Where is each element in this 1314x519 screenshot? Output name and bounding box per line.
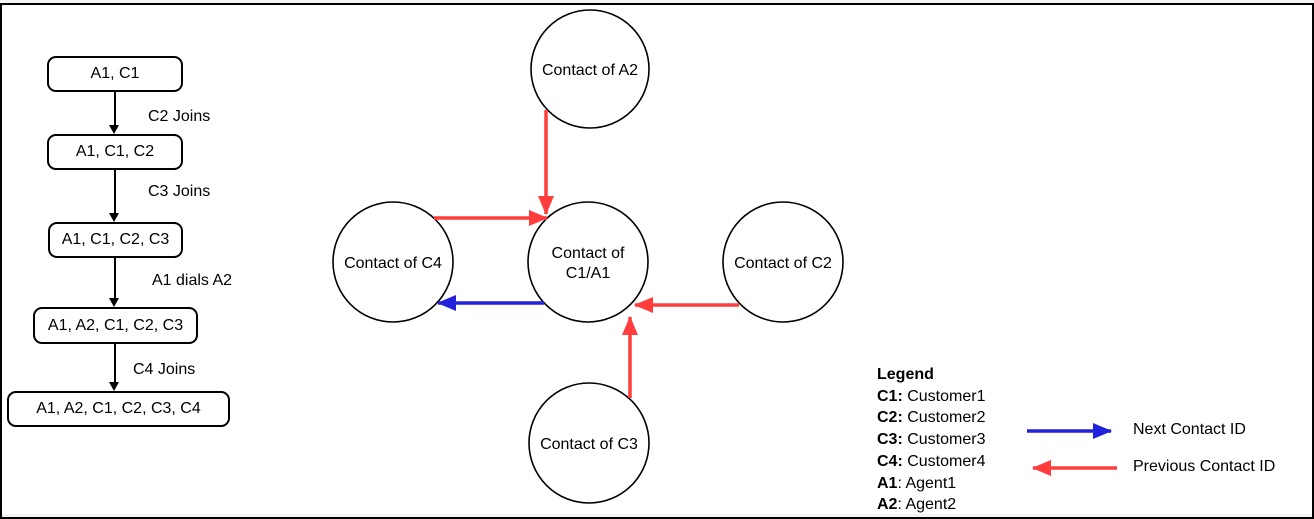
- window-edge-bottom: [0, 514, 1314, 517]
- legend-entry: C3: Customer3: [877, 431, 986, 449]
- node-label-c1a1-line1: Contact of: [552, 245, 625, 262]
- legend-entry: C4: Customer4: [877, 452, 986, 470]
- node-label-c4: Contact of C4: [344, 255, 442, 272]
- legend-previous-arrow-label: Previous Contact ID: [1133, 458, 1276, 475]
- flowchart-box-5: A1, A2, C1, C2, C3, C4: [7, 391, 230, 427]
- edge-label-c3-joins: C3 Joins: [148, 183, 211, 200]
- legend-entry: A2: Agent2: [877, 496, 957, 514]
- node-label-a2: Contact of A2: [542, 62, 638, 79]
- node-contact-c4: [332, 201, 454, 323]
- legend-entry: C1: Customer1: [877, 387, 986, 405]
- node-label-c2: Contact of C2: [734, 255, 832, 272]
- legend-title: Legend: [877, 366, 934, 383]
- legend: Legend C1: Customer1 C2: Customer2 C3: C…: [877, 364, 985, 516]
- edge-label-a1-dials-a2: A1 dials A2: [152, 272, 233, 289]
- node-contact-c2: [722, 201, 844, 323]
- node-label-c3: Contact of C3: [540, 436, 638, 453]
- arrow-down-icon: [109, 382, 119, 391]
- edge-label-c2-joins: C2 Joins: [148, 108, 211, 125]
- flowchart-connector: [114, 170, 116, 213]
- flowchart-connector: [114, 92, 116, 125]
- node-contact-c3: [528, 382, 650, 504]
- flowchart-connector: [114, 258, 116, 298]
- node-label-c1a1-line2: C1/A1: [566, 265, 611, 282]
- edge-label-c4-joins: C4 Joins: [133, 361, 196, 378]
- legend-next-arrow-label: Next Contact ID: [1133, 421, 1246, 438]
- flowchart-box-3: A1, C1, C2, C3: [48, 222, 183, 258]
- flowchart-box-2: A1, C1, C2: [47, 134, 183, 170]
- node-contact-c1a1: [527, 201, 649, 323]
- flowchart-box-4: A1, A2, C1, C2, C3: [33, 307, 198, 344]
- legend-entry: A1: Agent1: [877, 474, 957, 492]
- flowchart-box-1: A1, C1: [47, 56, 183, 92]
- arrow-down-icon: [109, 213, 119, 222]
- arrow-down-icon: [109, 125, 119, 134]
- arrow-down-icon: [109, 298, 119, 307]
- node-contact-a2: [530, 9, 650, 129]
- legend-entry: C2: Customer2: [877, 409, 986, 427]
- flowchart-connector: [114, 344, 116, 382]
- window-edge-top: [0, 0, 1314, 3]
